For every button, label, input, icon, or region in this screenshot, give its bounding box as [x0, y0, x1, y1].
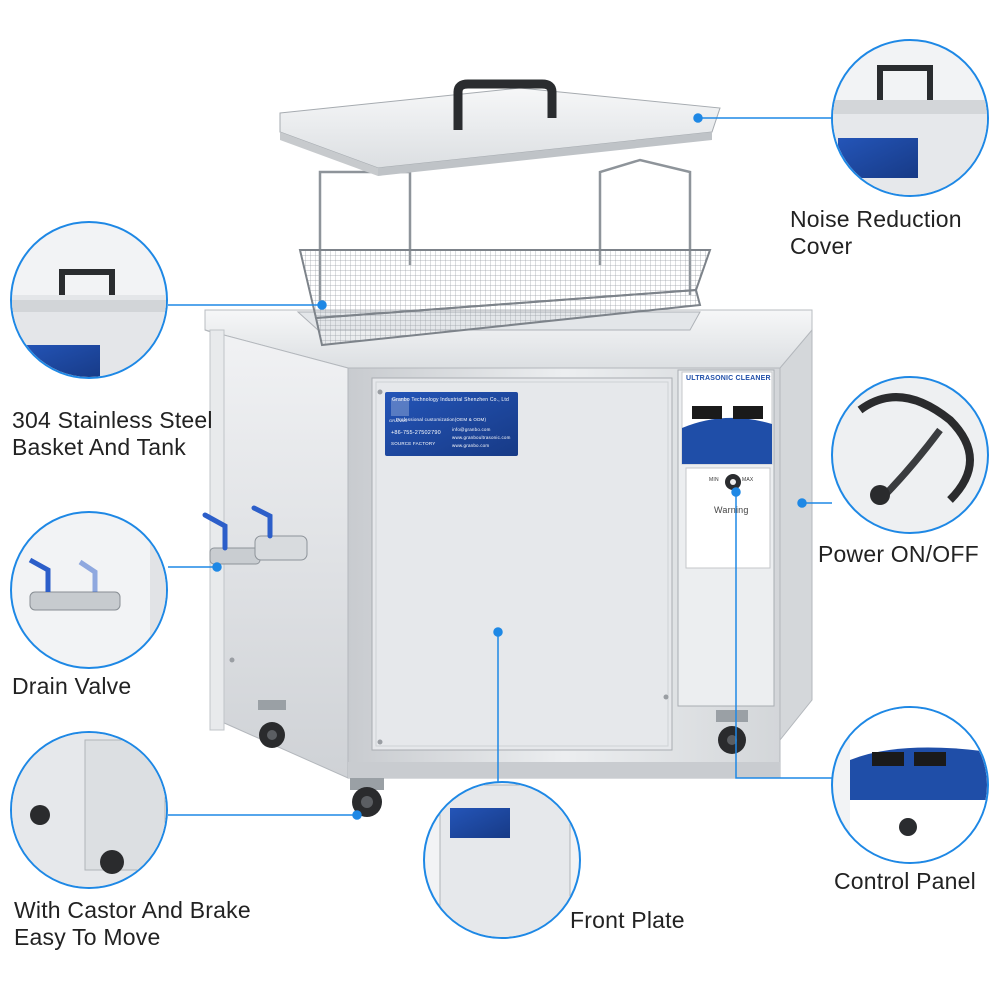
brand-label-tagline: Professional customization(OEM & ODM): [396, 417, 487, 422]
leader-lines: [168, 113, 832, 820]
detail-circle-cover: [831, 39, 989, 197]
callout-text: With Castor And Brake: [14, 897, 251, 923]
callout-noise-reduction-cover: Noise Reduction Cover: [790, 206, 962, 260]
callout-front-plate: Front Plate: [570, 907, 685, 934]
brand-logo-text: GRANBO: [389, 418, 408, 423]
detail-circle-control: [831, 706, 989, 864]
noise-reduction-cover: [279, 79, 721, 176]
panel-min-label: MIN: [709, 477, 719, 483]
callout-castor: With Castor And Brake Easy To Move: [14, 897, 251, 951]
detail-circle-front-plate: [423, 781, 581, 939]
callout-text: Front Plate: [570, 907, 685, 933]
brand-label-web: www.granboultrasonic.com: [452, 435, 511, 440]
callout-text: Cover: [790, 233, 853, 259]
panel-title: ULTRASONIC CLEANER: [686, 375, 771, 382]
brand-label: [385, 392, 518, 456]
detail-circle-basket: [10, 221, 168, 379]
brand-label-email: info@granbo.com: [452, 427, 491, 432]
detail-circle-castor: [10, 731, 168, 889]
panel-warning: Warning: [714, 505, 749, 515]
callout-basket-and-tank: 304 Stainless Steel Basket And Tank: [12, 407, 213, 461]
callout-text: Basket And Tank: [12, 434, 186, 460]
callout-text: Control Panel: [834, 868, 976, 894]
brand-label-factory: SOURCE FACTORY: [391, 441, 436, 446]
control-panel: [681, 371, 773, 569]
detail-circle-valve: [10, 511, 168, 669]
drain-valve: [202, 505, 308, 565]
brand-label-company: Granbo Technology Industrial Shenzhen Co…: [392, 397, 509, 403]
callout-text: Easy To Move: [14, 924, 161, 950]
detail-circle-power: [831, 376, 989, 534]
panel-max-label: MAX: [742, 477, 754, 483]
callout-text: 304 Stainless Steel: [12, 407, 213, 433]
callout-text: Noise Reduction: [790, 206, 962, 232]
brand-label-phone: +86-755-27502790: [391, 430, 441, 436]
castor-wheels: [258, 700, 748, 817]
callout-drain-valve: Drain Valve: [12, 673, 131, 700]
callout-power: Power ON/OFF: [818, 541, 979, 568]
brand-label-web2: www.granbo.com: [452, 443, 490, 448]
callout-text: Drain Valve: [12, 673, 132, 699]
callout-text: Power ON/OFF: [818, 541, 979, 567]
steel-basket: [298, 158, 712, 347]
callout-control-panel: Control Panel: [834, 868, 976, 895]
